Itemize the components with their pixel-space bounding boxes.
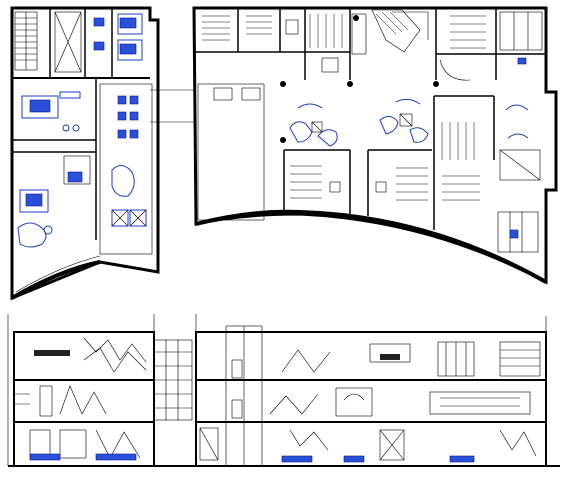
west-wing-plan <box>10 6 160 301</box>
stair-diagonal <box>371 9 429 53</box>
stair-top-left <box>14 11 38 71</box>
desk-rows-south <box>290 165 428 201</box>
east-wing-plan <box>192 6 558 285</box>
desk-rows-ne <box>450 15 486 49</box>
section-east <box>195 314 547 467</box>
section-west <box>7 314 560 467</box>
bridge-connector <box>150 89 196 123</box>
desk-rows-east <box>441 122 480 201</box>
central-lounge <box>289 98 429 147</box>
desk-rows-top <box>202 14 343 48</box>
glass-facade-grid <box>153 339 193 421</box>
